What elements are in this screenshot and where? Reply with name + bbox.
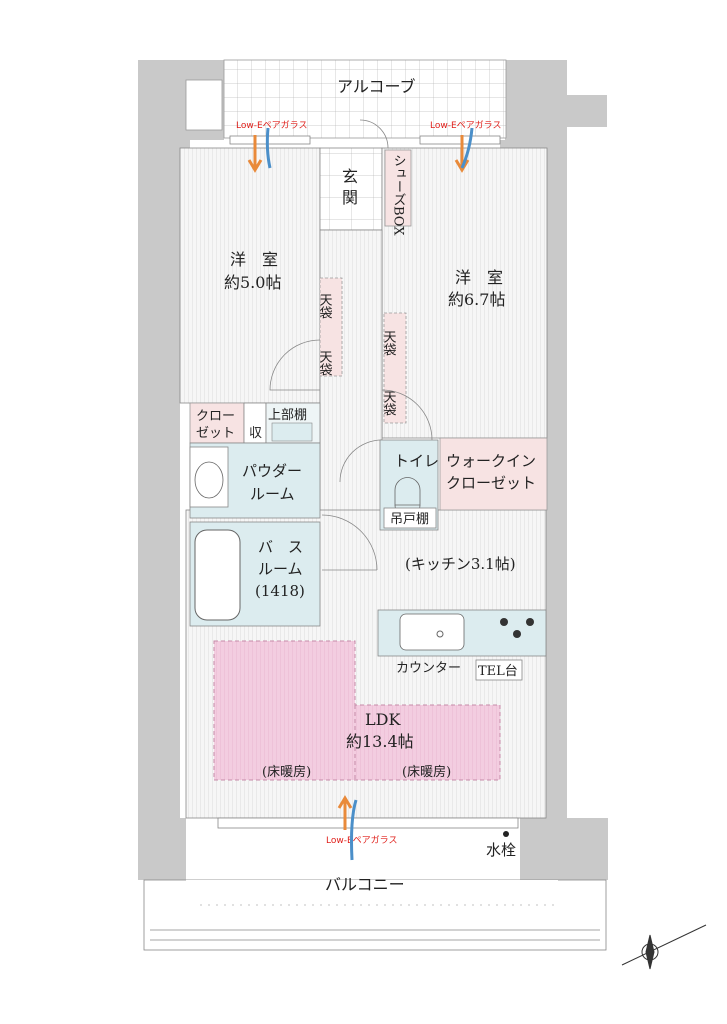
upper-storage-label-2: 天袋 [317, 350, 333, 376]
counter-label: カウンター [396, 661, 461, 676]
powder-label-1: パウダー [242, 462, 302, 480]
bath-label-1: バ ス [258, 538, 303, 556]
shoe-box-label: シューズBOX [391, 154, 406, 236]
bath-label-2: ルーム [258, 560, 303, 578]
bathroom: バ ス ルーム (1418) [189, 521, 321, 627]
closet-label-1: クロー [196, 409, 235, 424]
glass-label-1: Low-Eペアガラス [236, 120, 307, 131]
glass-label-2: Low-Eペアガラス [430, 120, 501, 131]
upper-storages: 天袋 天袋 天袋 天袋 [317, 277, 407, 424]
sink-icon [399, 613, 465, 651]
balcony: バルコニー 水栓 [143, 831, 607, 951]
bath-label-3: (1418) [255, 582, 305, 600]
upper-storage-label-4: 天袋 [381, 390, 397, 416]
compass-icon [621, 924, 707, 970]
hanging-cabinet-label: 吊戸棚 [390, 512, 429, 527]
exterior-walls [138, 60, 608, 880]
shoe-box: シューズBOX [384, 149, 412, 236]
upper-storage-label-3: 天袋 [381, 330, 397, 356]
entrance-label-2: 関 [342, 188, 358, 207]
kitchen-label: (キッチン3.1帖) [405, 555, 516, 573]
upper-shelf: 上部棚 [265, 402, 321, 444]
entrance-label-1: 玄 [342, 167, 358, 186]
ldk-label: LDK [365, 710, 401, 729]
powder-room: パウダー ルーム [189, 442, 321, 519]
entrance [319, 147, 383, 231]
floor-heating: (床暖房) (床暖房) [213, 640, 501, 781]
closet-label-2: ゼット [196, 426, 235, 441]
door-swings [269, 119, 433, 571]
toilet-room: トイレ 吊戸棚 [379, 439, 439, 531]
washbasin-icon [194, 461, 224, 499]
upper-storage-label-1: 天袋 [317, 293, 333, 319]
western-room-right-name: 洋 室 [455, 268, 503, 287]
powder-label-2: ルーム [250, 485, 295, 503]
western-room-left [179, 147, 321, 404]
windows: Low-Eペアガラス Low-Eペアガラス Low-Eペアガラス [217, 120, 519, 846]
storage-label: 収 [249, 426, 262, 441]
ldk-size: 約13.4帖 [346, 732, 414, 751]
water-tap-label: 水栓 [486, 841, 516, 859]
tel-label: TEL台 [478, 664, 518, 679]
alcove-label: アルコーブ [337, 77, 416, 96]
walk-in-closet: ウォークイン クローゼット [439, 437, 548, 511]
airflow-arrows [247, 127, 474, 861]
wic-label-2: クローゼット [446, 474, 536, 492]
bathtub-icon [194, 529, 241, 621]
toilet-label: トイレ [394, 452, 439, 470]
closet-left: クロー ゼット 収 [189, 402, 267, 444]
balcony-label: バルコニー [325, 875, 405, 894]
western-room-left-name: 洋 室 [230, 250, 278, 269]
western-room-right-size: 約6.7帖 [448, 290, 505, 309]
upper-shelf-label: 上部棚 [268, 408, 307, 423]
floor-heating-label-1: (床暖房) [262, 764, 311, 780]
kitchen-counter: カウンター TEL台 [377, 609, 547, 681]
wic-label-1: ウォークイン [446, 452, 536, 470]
western-room-left-size: 約5.0帖 [224, 273, 281, 292]
floor-heating-label-2: (床暖房) [402, 764, 451, 780]
alcove-area: アルコーブ [185, 59, 507, 139]
stove-icon [500, 618, 534, 638]
glass-label-3: Low-Eペアガラス [326, 835, 397, 846]
